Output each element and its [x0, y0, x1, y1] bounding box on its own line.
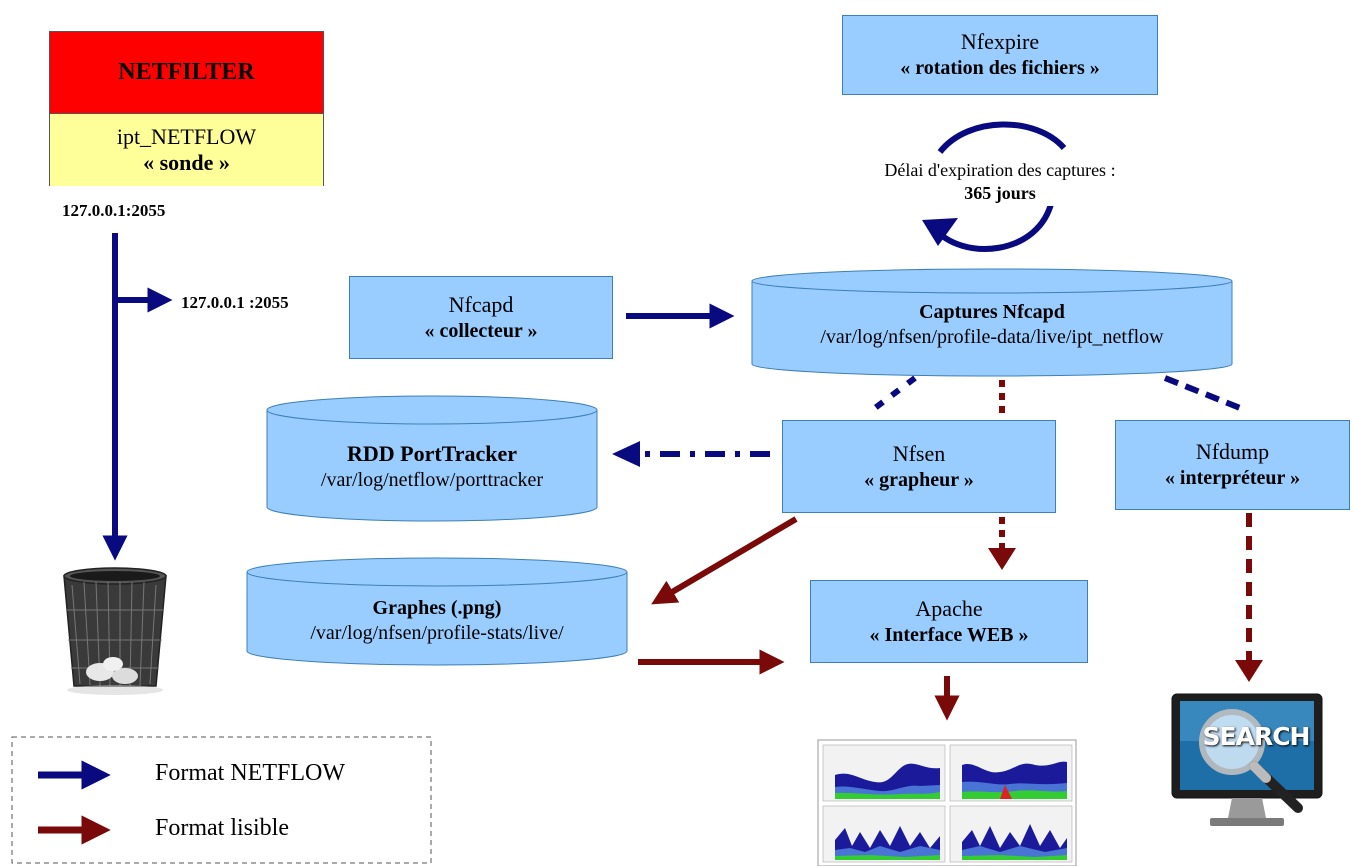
nfcapd-name: Nfcapd: [448, 291, 514, 317]
graphes-path: /var/log/nfsen/profile-stats/live/: [310, 622, 564, 644]
search-label: SEARCH: [1202, 722, 1311, 751]
captures-cylinder: Captures Nfcapd /var/log/nfsen/profile-d…: [752, 300, 1232, 350]
captures-title: Captures Nfcapd: [919, 301, 1065, 323]
nfsen-role: « grapheur »: [864, 468, 974, 491]
netfilter-role: « sonde »: [143, 150, 230, 175]
netfilter-block: NETFILTER ipt_NETFLOW « sonde »: [49, 31, 324, 186]
netfilter-address: 127.0.0.1:2055: [62, 201, 166, 220]
nfcapd-role: « collecteur »: [424, 319, 538, 342]
arrowhead-apache-top: [988, 548, 1016, 570]
porttracker-path: /var/log/netflow/porttracker: [320, 468, 544, 491]
porttracker-cylinder-shape: [266, 395, 598, 522]
delay-value: 365 jours: [964, 183, 1036, 204]
nfsen-box: Nfsen « grapheur »: [782, 420, 1056, 513]
sonde-section: ipt_NETFLOW « sonde »: [50, 114, 323, 186]
captures-path: /var/log/nfsen/profile-data/live/ipt_net…: [820, 326, 1164, 348]
dashed-captures-to-nfdump: [1163, 375, 1247, 413]
arrowhead-search: [1235, 660, 1263, 682]
nfexpire-role: « rotation des fichiers »: [900, 57, 1100, 80]
delay-label: Délai d'expiration des captures :: [884, 160, 1116, 180]
porttracker-title: RDD PortTracker: [346, 441, 518, 466]
graphes-title: Graphes (.png): [372, 597, 502, 619]
nfexpire-box: Nfexpire « rotation des fichiers »: [842, 15, 1158, 95]
apache-role: « Interface WEB »: [869, 623, 1029, 646]
legend-netflow-label: Format NETFLOW: [155, 760, 345, 786]
nfdump-role: « interpréteur »: [1164, 467, 1301, 490]
nfdump-box: Nfdump « interpréteur »: [1115, 420, 1350, 510]
arrowhead-porttracker: [612, 441, 640, 467]
apache-box: Apache « Interface WEB »: [810, 580, 1088, 663]
trash-icon: [63, 567, 167, 695]
netfilter-title: NETFILTER: [50, 32, 323, 114]
nfexpire-name: Nfexpire: [960, 29, 1040, 55]
graphes-cylinder: Graphes (.png) /var/log/nfsen/profile-st…: [247, 596, 627, 646]
legend-frame: [11, 736, 432, 864]
nfdump-name: Nfdump: [1195, 439, 1270, 465]
nfsen-name: Nfsen: [892, 440, 946, 466]
legend-readable-label: Format lisible: [155, 815, 289, 841]
apache-name: Apache: [915, 595, 983, 621]
search-monitor-icon: [1171, 693, 1323, 826]
rotation-arrowhead: [922, 218, 958, 246]
dotted-captures-to-nfsen: [873, 375, 917, 411]
nfexpire-delay: Délai d'expiration des captures : 365 jo…: [820, 159, 1180, 206]
rotation-arrows: [922, 121, 1067, 252]
nfcapd-address: 127.0.0.1 :2055: [181, 293, 289, 312]
netfilter-module: ipt_NETFLOW: [116, 123, 257, 149]
nfcapd-box: Nfcapd « collecteur »: [349, 276, 613, 359]
graphes-cylinder-shape: [246, 557, 628, 666]
graphs-screenshot-icon: [817, 739, 1077, 866]
arrow-nfsen-to-graphes: [651, 516, 798, 605]
captures-cylinder-shape: [751, 268, 1233, 377]
porttracker-cylinder: RDD PortTracker /var/log/netflow/porttra…: [267, 440, 597, 493]
